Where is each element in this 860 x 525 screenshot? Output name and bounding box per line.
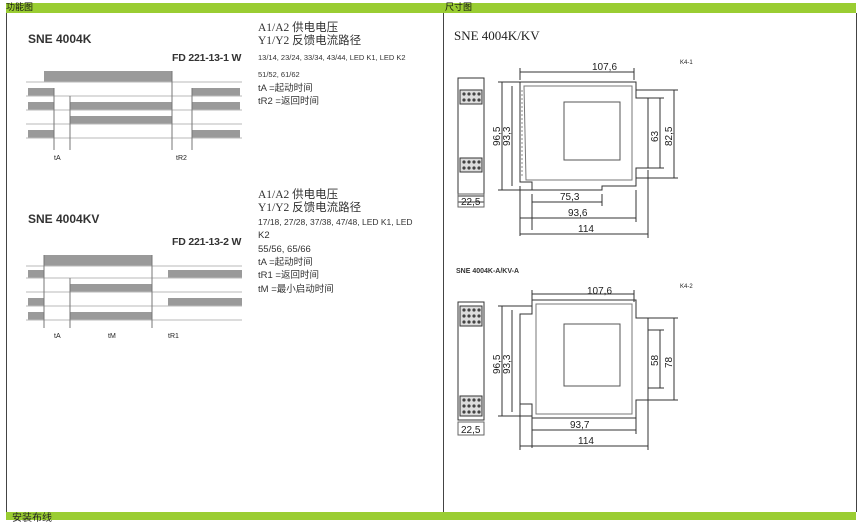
diagram1-label-ta: tA — [54, 155, 61, 162]
desc2-line1: A1/A2 供电电压 — [258, 189, 339, 201]
desc2-line3: 17/18, 27/28, 37/38, 47/48, LED K1, LED — [258, 216, 413, 227]
dims1-h-right1: 63 — [650, 130, 661, 142]
timing-bar — [192, 130, 240, 138]
dims1-drawing: 22,5 107,6 K4-1 96,5 93,3 63 82,5 75,3 9… — [457, 60, 693, 238]
header-left-title: 功能图 — [6, 3, 34, 13]
diagram1-title: SNE 4004K — [28, 32, 92, 46]
dims2-b1: 93,7 — [570, 420, 590, 431]
footer-bar: 安装布线 — [6, 512, 856, 524]
desc1-line2: Y1/Y2 反馈电流路径 — [258, 35, 362, 48]
dims2-front-view — [519, 299, 649, 419]
timing-bar — [70, 116, 172, 124]
diagram1-label-tr2: tR2 — [176, 155, 187, 162]
timing-bar — [28, 312, 44, 320]
dims2-b2: 114 — [578, 436, 594, 447]
desc1-line4: 51/52, 61/62 — [258, 70, 300, 80]
dims2-h-right1: 58 — [650, 354, 661, 366]
dims1-b3: 114 — [578, 224, 594, 235]
description-2: A1/A2 供电电压 Y1/Y2 反馈电流路径 17/18, 27/28, 37… — [258, 189, 413, 296]
desc2-line7: tR1 =返回时间 — [258, 270, 319, 282]
dims1-b1: 75,3 — [560, 192, 580, 203]
desc2-line5: 55/56, 65/66 — [258, 243, 311, 255]
desc2-line8: tM =最小启动时间 — [258, 283, 334, 295]
dims1-side-view — [457, 77, 485, 197]
timing-bar — [70, 312, 152, 320]
dims2-height-inner: 93,3 — [502, 354, 513, 374]
header-left-bar: 功能图 — [6, 3, 444, 13]
desc1-line1: A1/A2 供电电压 — [258, 22, 339, 34]
desc2-line4: K2 — [258, 230, 270, 242]
desc1-line3: 13/14, 23/24, 33/34, 43/44, LED K1, LED … — [258, 52, 406, 62]
dims1-front-view — [519, 81, 649, 191]
table-middle-border — [443, 13, 444, 512]
timing-bar — [168, 270, 242, 278]
dims1-b2: 93,6 — [568, 208, 588, 219]
timing-bar — [44, 255, 152, 266]
header-right-bar: 尺寸图 — [444, 3, 856, 13]
diagram1-code: FD 221-13-1 W — [172, 52, 242, 64]
diagram1-timing-chart: tA tR2 — [26, 71, 242, 162]
description-1: A1/A2 供电电压 Y1/Y2 反馈电流路径 13/14, 23/24, 33… — [258, 22, 406, 108]
table-left-border — [6, 13, 7, 512]
dims1-title: SNE 4004K/KV — [454, 28, 540, 43]
timing-bar — [192, 88, 240, 96]
dims1-tag: K4-1 — [680, 60, 693, 66]
diagram2-label-tr1: tR1 — [168, 333, 179, 340]
timing-bar — [168, 298, 242, 306]
timing-bar — [70, 102, 172, 110]
table-right-border — [856, 13, 857, 512]
diagram2-title: SNE 4004KV — [28, 212, 100, 226]
dims2-drawing: 22,5 107,6 K4-2 96,5 93,3 58 78 93,7 114 — [457, 284, 693, 450]
timing-bar — [28, 298, 44, 306]
dims2-tag: K4-2 — [680, 284, 693, 290]
dims2-side-view — [457, 301, 485, 421]
diagram2-code: FD 221-13-2 W — [172, 236, 242, 248]
dims1-width-top: 107,6 — [592, 62, 617, 73]
header-right-title: 尺寸图 — [445, 3, 473, 13]
dims1-height-outer: 96,5 — [492, 126, 503, 146]
desc1-line6: tR2 =返回时间 — [258, 96, 319, 108]
timing-bar — [28, 102, 54, 110]
dims2-h-right2: 78 — [664, 356, 675, 368]
diagram2-label-ta: tA — [54, 333, 61, 340]
dims2-height-outer: 96,5 — [492, 354, 503, 374]
timing-bar — [192, 102, 240, 110]
dims1-h-right2: 82,5 — [664, 126, 675, 146]
timing-bar — [70, 284, 152, 292]
dims1-height-inner: 93,3 — [502, 126, 513, 146]
timing-bar — [28, 270, 44, 278]
diagram2-label-tm: tM — [108, 333, 116, 340]
dims2-title: SNE 4004K-A/KV-A — [456, 268, 520, 275]
dims1-side-width: 22,5 — [461, 197, 481, 208]
timing-bar — [44, 71, 172, 82]
dims2-width-top: 107,6 — [587, 286, 612, 297]
desc2-line2: Y1/Y2 反馈电流路径 — [258, 202, 362, 215]
desc1-line5: tA =起动时间 — [258, 82, 313, 94]
diagram2-timing-chart: tA tM tR1 — [26, 255, 242, 340]
timing-bar — [28, 88, 54, 96]
timing-bar — [28, 130, 54, 138]
dims2-side-width: 22,5 — [461, 425, 481, 436]
footer-label: 安装布线 — [12, 513, 52, 524]
desc2-line6: tA =起动时间 — [258, 257, 313, 269]
